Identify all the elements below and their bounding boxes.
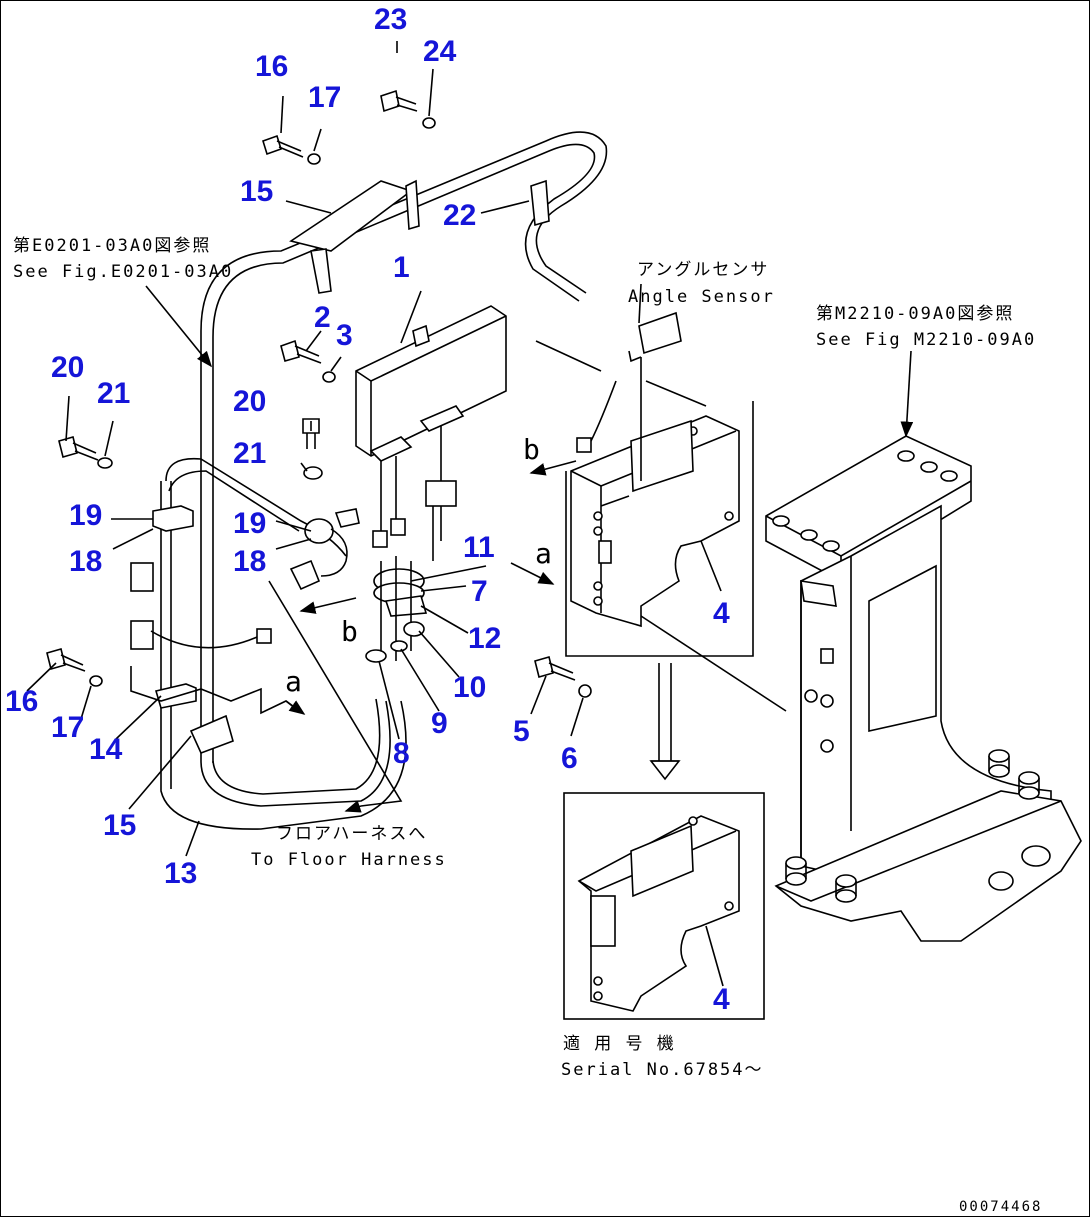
callout-16-upper: 16 [255, 50, 288, 83]
plate-frame [535, 340, 754, 657]
drawing-number: 00074468 [959, 1199, 1042, 1215]
bolt-5-6 [534, 656, 592, 698]
bolt-16-lower [46, 648, 103, 687]
callout-17-lower: 17 [51, 711, 84, 744]
controller-connectors [372, 426, 457, 561]
fittings-8-9-10 [365, 621, 425, 663]
callout-17-upper: 17 [308, 81, 341, 114]
callout-20-left: 20 [51, 351, 84, 384]
note-angle-sensor-en: Angle Sensor [628, 287, 775, 307]
note-see-fig-m2210-ja: 第M2210-09A0図参照 [816, 304, 1014, 324]
note-floor-harness-ja: フロアハーネスへ [276, 824, 427, 844]
callout-4-main: 4 [713, 597, 730, 630]
callout-15-upper: 15 [240, 175, 273, 208]
connector-label-a-left: a [285, 665, 304, 698]
note-serial-ja: 適 用 号 機 [563, 1034, 676, 1054]
callout-12: 12 [468, 622, 501, 655]
callout-9: 9 [431, 707, 448, 740]
bolt-2 [280, 339, 336, 383]
connector-label-a-right: a [535, 537, 554, 570]
down-arrow [649, 663, 681, 781]
callout-15-lower: 15 [103, 809, 136, 842]
callout-21-left: 21 [97, 377, 130, 410]
bolt-20-left [58, 436, 113, 469]
note-serial-en: Serial No.67854～ [561, 1060, 764, 1080]
note-see-fig-e0201-en: See Fig.E0201-03A0 [13, 262, 233, 282]
serial-variant-box [563, 792, 765, 1020]
callout-18-left: 18 [69, 545, 102, 578]
callout-14: 14 [89, 733, 123, 766]
callout-2: 2 [314, 301, 331, 334]
callout-23: 23 [374, 3, 407, 36]
machine-frame [640, 435, 1082, 942]
callout-3: 3 [336, 319, 353, 352]
clamp-15-upper [289, 179, 420, 294]
plug-middle [289, 508, 360, 591]
callout-13: 13 [164, 857, 197, 890]
connector-label-b-left: b [341, 615, 360, 648]
connector-path-a [130, 666, 306, 715]
connector-label-b-right: b [523, 433, 542, 466]
callout-7: 7 [471, 575, 488, 608]
callout-6: 6 [561, 742, 578, 775]
clamp-22 [530, 179, 550, 227]
angle-sensor [576, 311, 682, 507]
callout-19-middle: 19 [233, 507, 266, 540]
callout-18-middle: 18 [233, 545, 266, 578]
callout-1: 1 [393, 251, 410, 284]
callout-21-upper: 21 [233, 437, 266, 470]
leader-lines [26, 41, 914, 987]
callout-5: 5 [513, 715, 530, 748]
callout-24: 24 [423, 35, 457, 68]
note-see-fig-e0201-ja: 第E0201-03A0図参照 [13, 236, 211, 256]
callout-8: 8 [393, 737, 410, 770]
bracket-plate-main [570, 415, 740, 628]
callout-22: 22 [443, 199, 476, 232]
note-angle-sensor-ja: アングルセンサ [637, 260, 769, 280]
callout-19-left: 19 [69, 499, 102, 532]
callout-10: 10 [453, 671, 486, 704]
callout-20-upper: 20 [233, 385, 266, 418]
callout-16-lower: 16 [5, 685, 38, 718]
bolt-16-upper [262, 134, 321, 165]
note-see-fig-m2210-en: See Fig M2210-09A0 [816, 330, 1036, 350]
controller-unit [355, 305, 507, 462]
bolt-23 [380, 89, 436, 129]
callout-11: 11 [463, 531, 495, 564]
note-floor-harness-en: To Floor Harness [251, 850, 447, 870]
callout-4-variant: 4 [713, 983, 730, 1016]
